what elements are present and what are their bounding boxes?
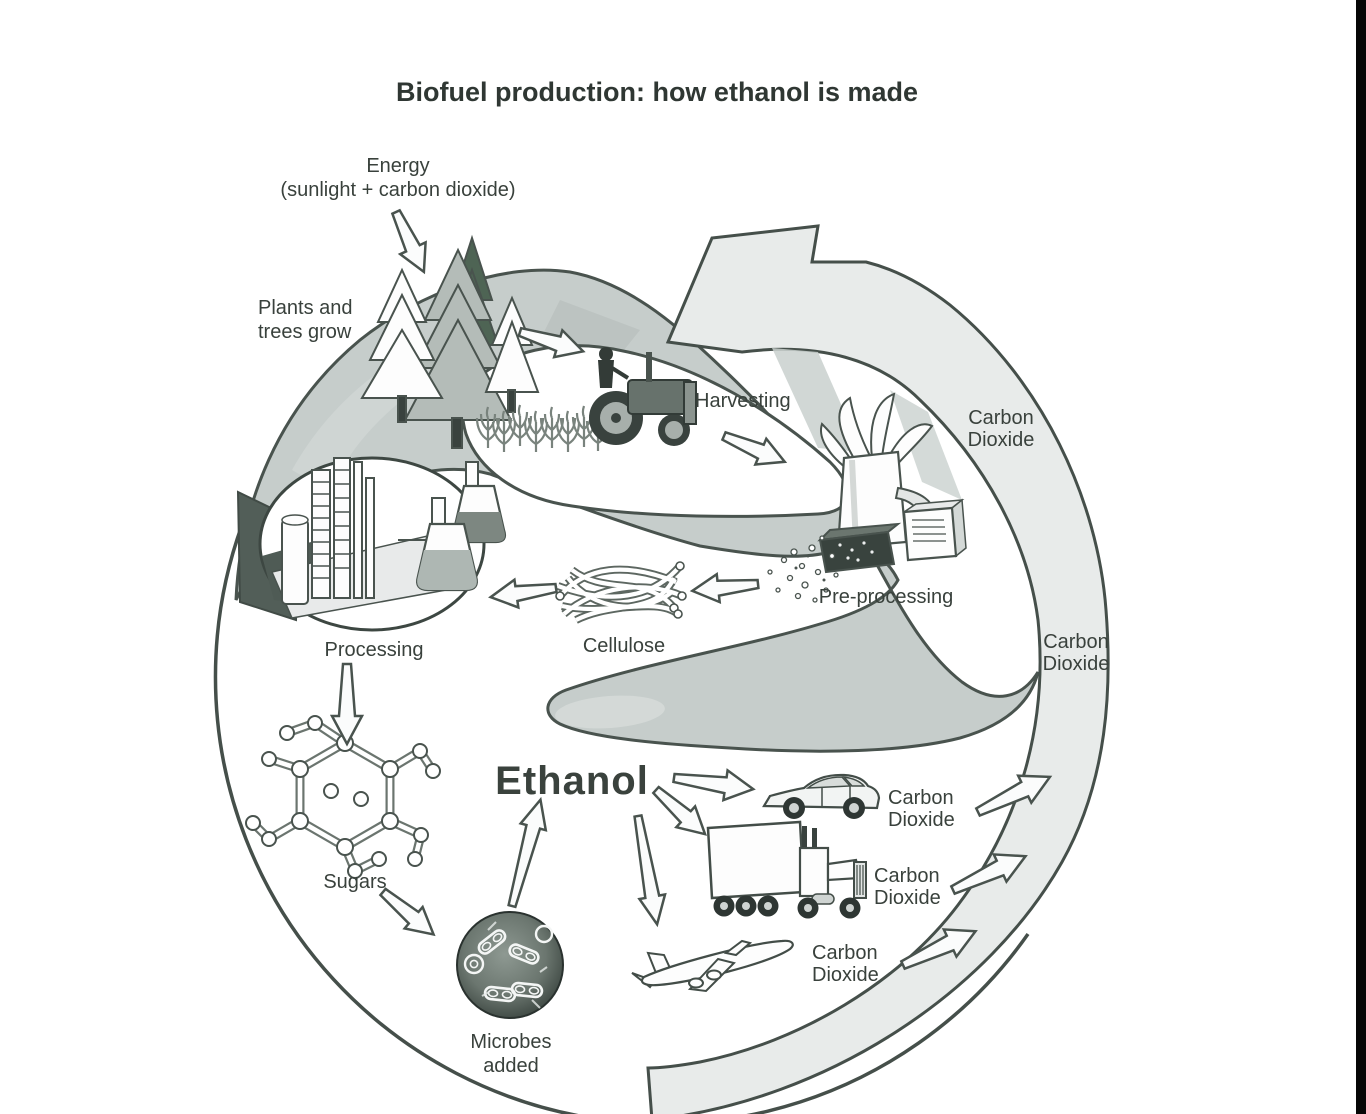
- car-icon: [762, 773, 881, 819]
- co2-ring-top-label-line1: Carbon: [968, 407, 1034, 429]
- screen-edge-bar: [1356, 0, 1366, 1114]
- microbes-icon: [456, 911, 564, 1019]
- harvest-pocket: [461, 344, 849, 518]
- energy-label-line1: Energy: [366, 155, 429, 177]
- microbes-label-line1: Microbes: [470, 1031, 551, 1053]
- co2-car-label-line1: Carbon: [888, 787, 954, 809]
- flask-front-icon: [416, 497, 478, 592]
- preprocessing-label: Pre-processing: [819, 586, 954, 608]
- white-tree-left-icon: [360, 267, 444, 423]
- microbes-label-line2: added: [483, 1055, 539, 1077]
- cellulose-fibers-icon: [555, 561, 687, 624]
- co2-car-label-line2: Dioxide: [888, 809, 955, 831]
- truck-icon: [706, 820, 867, 919]
- tractor-icon: [589, 347, 697, 446]
- energy-label-line2: (sunlight + carbon dioxide): [280, 179, 515, 201]
- dark-box-dots: [838, 541, 874, 562]
- processing-label: Processing: [325, 639, 424, 661]
- co2-ring-right-label-line2: Dioxide: [1043, 653, 1110, 675]
- co2-airplane-label-line1: Carbon: [812, 942, 878, 964]
- plants-label-line1: Plants and: [258, 297, 353, 319]
- truck-wheels: [713, 895, 861, 919]
- page-title: Biofuel production: how ethanol is made: [396, 77, 918, 107]
- preprocessing-plant-icon: [817, 392, 967, 574]
- ethanol-label: Ethanol: [495, 759, 649, 803]
- plants-label-line2: trees grow: [258, 321, 352, 343]
- particles-icon: [767, 535, 839, 603]
- co2-truck-label-line1: Carbon: [874, 865, 940, 887]
- co2-return-ribbon-arrow: [646, 224, 1110, 1114]
- co2-truck-label-line2: Dioxide: [874, 887, 941, 909]
- sugar-molecule-icon: [245, 715, 441, 879]
- airplane-icon: [631, 939, 794, 993]
- cellulose-label: Cellulose: [583, 635, 665, 657]
- trees-illustration: [360, 234, 540, 449]
- co2-ring-right-label-line1: Carbon: [1043, 631, 1109, 653]
- co2-ring-top-label-line2: Dioxide: [968, 429, 1035, 451]
- sugars-label: Sugars: [323, 871, 386, 893]
- processing-plant-icon: [258, 456, 507, 632]
- ribbon-highlight-tongue: [555, 695, 665, 729]
- ring-streak-2: [890, 390, 962, 500]
- co2-airplane-label-line2: Dioxide: [812, 964, 879, 986]
- cycle-circle: [213, 524, 1030, 1114]
- harvesting-label: Harvesting: [695, 390, 791, 412]
